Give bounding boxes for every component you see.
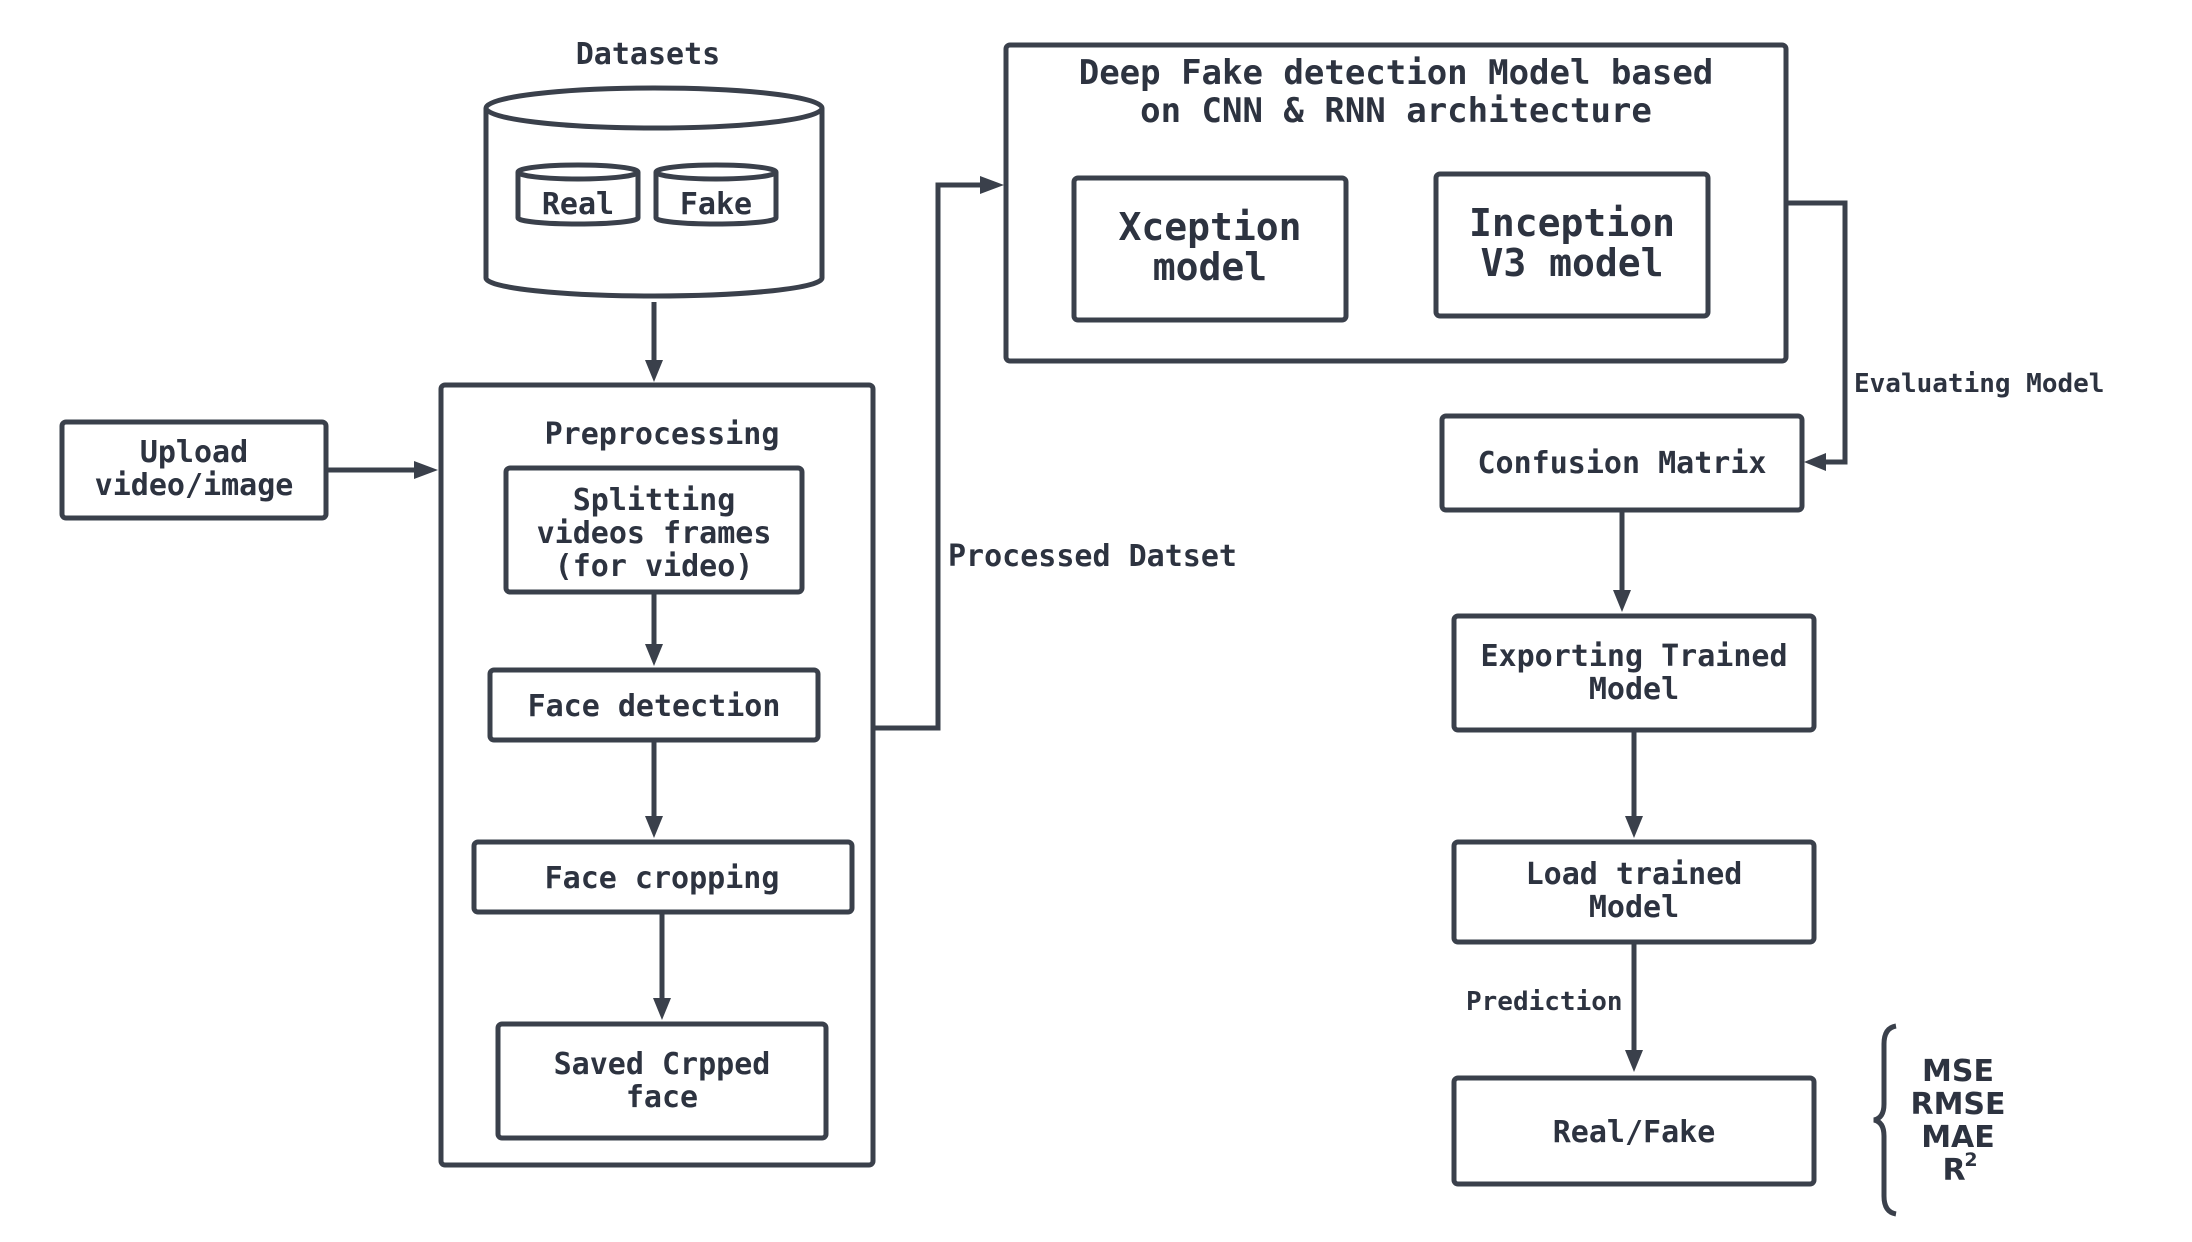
metric-rmse: RMSE <box>1910 1087 2005 1122</box>
upload-label-line1: Upload <box>140 435 248 470</box>
real-dataset-label: Real <box>542 187 614 222</box>
fake-dataset-label: Fake <box>680 187 752 222</box>
evaluating-model-label: Evaluating Model <box>1854 369 2104 399</box>
load-label-line1: Load trained <box>1526 857 1743 892</box>
inception-label-line1: Inception <box>1469 201 1675 245</box>
metric-mse: MSE <box>1922 1054 1994 1089</box>
exporting-label-line1: Exporting Trained <box>1480 639 1787 674</box>
arrow-confusion-to-exporting <box>1613 510 1631 612</box>
metric-r2-superscript: 2 <box>1964 1149 1977 1171</box>
xception-label-line2: model <box>1153 245 1267 289</box>
load-trained-node: Load trained Model <box>1451 839 1817 945</box>
arrow-load-to-result <box>1625 942 1643 1072</box>
face-detection-node: Face detection <box>487 667 821 743</box>
datasets-node: Datasets Real Fake <box>483 37 825 299</box>
upload-node: Upload video/image <box>59 419 329 521</box>
face-cropping-label: Face cropping <box>545 861 780 896</box>
splitting-label-line3: (for video) <box>555 549 754 584</box>
arrow-exporting-to-load <box>1625 730 1643 838</box>
preprocessing-title: Preprocessing <box>545 417 780 452</box>
saved-label-line1: Saved Crpped <box>554 1047 771 1082</box>
processed-dataset-label: Processed Datset <box>948 539 1237 574</box>
datasets-title: Datasets <box>576 37 721 72</box>
arrow-cropping-to-saved <box>653 912 671 1020</box>
arrow-upload-to-preprocessing <box>326 461 438 479</box>
inception-node: Inception V3 model <box>1433 171 1711 319</box>
model-group-title-line1: Deep Fake detection Model based <box>1079 53 1714 93</box>
prediction-label: Prediction <box>1466 987 1623 1017</box>
datasets-cylinder-top <box>483 85 825 131</box>
face-cropping-node: Face cropping <box>471 839 855 915</box>
exporting-node: Exporting Trained Model <box>1451 613 1817 733</box>
model-group-title-line2: on CNN & RNN architecture <box>1140 91 1652 131</box>
metrics-brace <box>1873 1023 1897 1217</box>
arrow-face-detection-to-cropping <box>645 740 663 838</box>
arrow-datasets-to-preprocessing <box>645 302 663 382</box>
preprocessing-group: Preprocessing Splitting videos frames (f… <box>438 382 876 1168</box>
load-label-line2: Model <box>1589 890 1679 925</box>
splitting-label-line2: videos frames <box>537 516 772 551</box>
inception-label-line2: V3 model <box>1480 241 1663 285</box>
arrow-preprocessing-to-model <box>873 176 1004 731</box>
real-fake-node: Real/Fake <box>1451 1075 1817 1187</box>
exporting-label-line2: Model <box>1589 672 1679 707</box>
xception-node: Xception model <box>1071 175 1349 323</box>
confusion-matrix-node: Confusion Matrix <box>1439 413 1805 513</box>
metrics-group: MSE RMSE MAE R 2 <box>1873 1023 2006 1217</box>
fake-dataset: Fake <box>653 162 779 227</box>
upload-label-line2: video/image <box>95 468 294 503</box>
model-group: Deep Fake detection Model based on CNN &… <box>1003 42 1789 364</box>
splitting-label-line1: Splitting <box>573 483 736 518</box>
real-dataset: Real <box>515 162 641 227</box>
arrow-model-to-confusion <box>1786 200 1848 471</box>
face-detection-label: Face detection <box>528 689 781 724</box>
metric-r2: R <box>1942 1153 1965 1188</box>
splitting-node: Splitting videos frames (for video) <box>503 465 805 595</box>
metric-mae: MAE <box>1921 1120 1995 1155</box>
confusion-matrix-label: Confusion Matrix <box>1478 446 1767 481</box>
real-fake-label: Real/Fake <box>1553 1115 1716 1150</box>
xception-label-line1: Xception <box>1118 205 1301 249</box>
arrow-splitting-to-face-detection <box>645 592 663 666</box>
saved-cropped-node: Saved Crpped face <box>495 1021 829 1141</box>
saved-label-line2: face <box>626 1080 698 1115</box>
